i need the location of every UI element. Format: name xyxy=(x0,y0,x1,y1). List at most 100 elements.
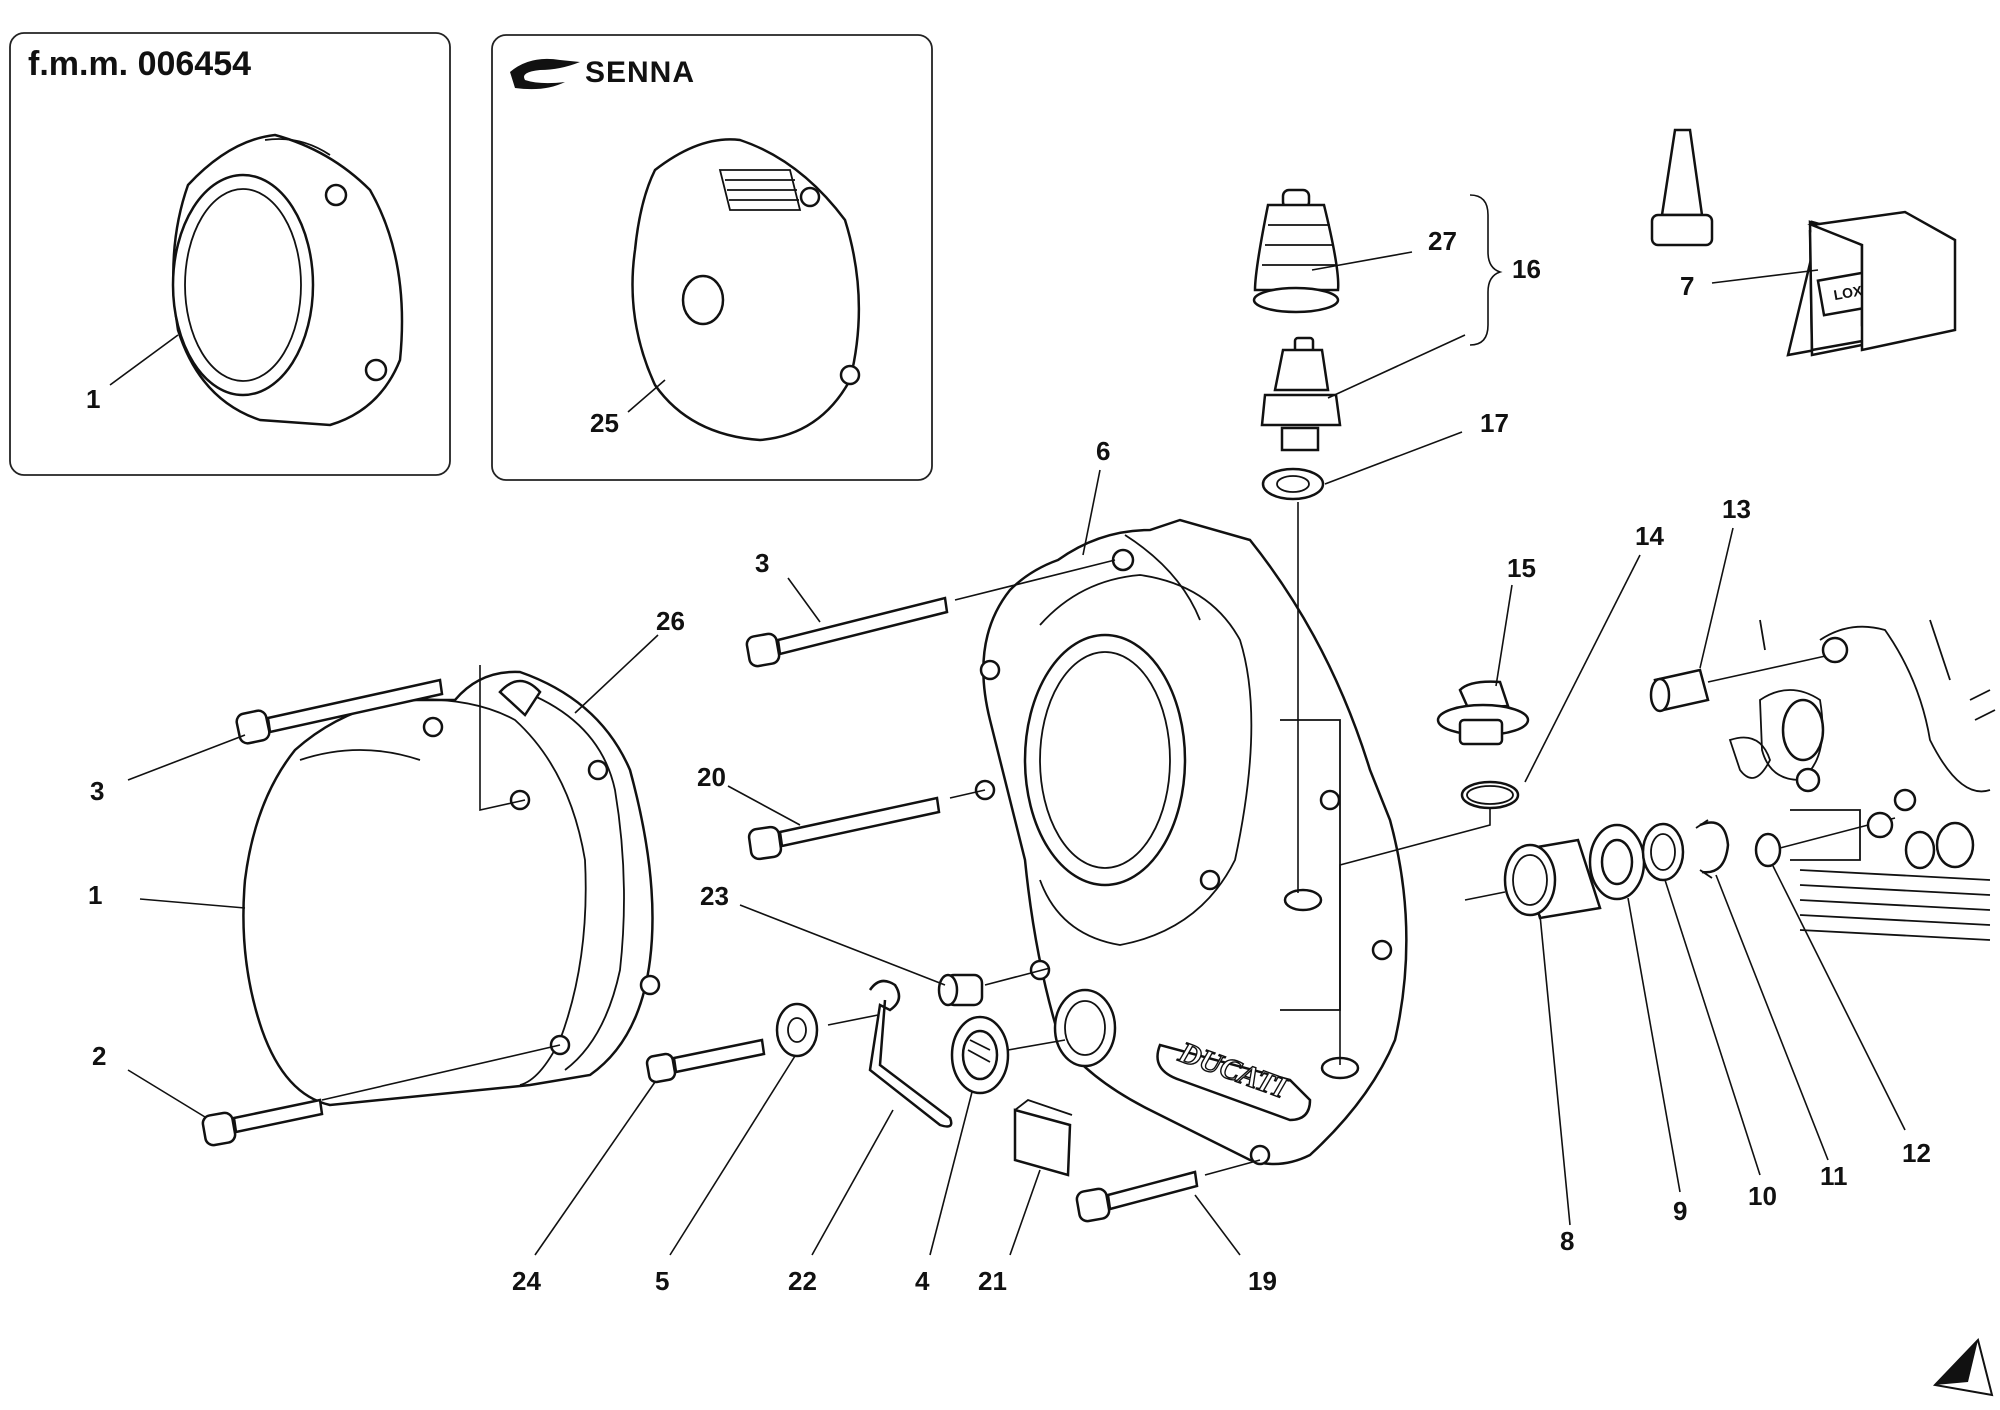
oil-plug-15 xyxy=(1436,680,1530,746)
leader-1b xyxy=(139,898,246,909)
bearing-9 xyxy=(1588,823,1646,901)
label-8: 8 xyxy=(1560,1226,1574,1256)
leader-15 xyxy=(1495,584,1513,687)
leader-25 xyxy=(627,379,666,413)
bolt-2 xyxy=(201,1098,324,1147)
label-21: 21 xyxy=(978,1266,1007,1296)
leader-16 xyxy=(1327,334,1466,399)
leader-23 xyxy=(739,904,946,986)
label-14: 14 xyxy=(1635,521,1664,551)
bolt-24 xyxy=(645,1038,766,1084)
loxeal-tube-7: LOXEAL xyxy=(1650,128,1957,357)
sleeve-8 xyxy=(1503,838,1602,920)
leader-14 xyxy=(1524,554,1641,783)
orientation-arrow-icon xyxy=(1932,1338,1994,1397)
label-1b: 1 xyxy=(88,880,102,910)
seal-10 xyxy=(1641,822,1685,882)
circlip-11 xyxy=(1695,819,1730,879)
label-11: 11 xyxy=(1820,1161,1848,1191)
leader-21 xyxy=(1009,1169,1041,1256)
leader-8 xyxy=(1539,914,1571,1226)
label-12: 12 xyxy=(1902,1138,1931,1168)
bolt-19 xyxy=(1075,1170,1199,1223)
clutch-cover-26 xyxy=(242,670,661,1107)
label-13: 13 xyxy=(1722,494,1751,524)
clutch-cover-6: DUCATI xyxy=(974,518,1408,1166)
leader-3-top xyxy=(787,577,821,623)
leader-23-shaft xyxy=(984,967,1051,986)
label-7: 7 xyxy=(1680,271,1694,301)
sensor xyxy=(1260,336,1342,452)
leader-2 xyxy=(127,1069,206,1118)
inset-fmm: f.m.m. 006454 1 xyxy=(9,32,451,476)
leader-3-left xyxy=(127,734,246,781)
leader-1a xyxy=(109,334,179,386)
senna-brand-text: SENNA xyxy=(585,56,695,89)
leader-4-shaft xyxy=(1007,1039,1066,1051)
leader-2-shaft xyxy=(321,1044,561,1101)
label-23: 23 xyxy=(700,881,729,911)
bushing-23 xyxy=(937,973,984,1007)
leader-14-path xyxy=(1339,800,1491,1065)
leader-3-top-shaft xyxy=(954,559,1116,601)
label-5: 5 xyxy=(655,1266,669,1296)
leader-22 xyxy=(811,1109,894,1256)
leader-12 xyxy=(1772,865,1906,1131)
leader-9 xyxy=(1627,897,1681,1193)
label-27: 27 xyxy=(1428,226,1457,256)
senna-logo-icon xyxy=(510,58,580,90)
label-10: 10 xyxy=(1748,1181,1777,1211)
leader-10 xyxy=(1664,879,1761,1176)
leader-17 xyxy=(1324,431,1463,485)
bolt-20 xyxy=(747,796,941,861)
label-3-top: 3 xyxy=(755,548,769,578)
label-2: 2 xyxy=(92,1041,106,1071)
leader-6 xyxy=(1082,469,1101,556)
leader-3-left-path xyxy=(479,665,526,811)
leader-20 xyxy=(727,785,801,826)
leader-4 xyxy=(929,1091,973,1256)
washer-5 xyxy=(775,1002,819,1058)
brace-16 xyxy=(1469,194,1503,346)
leader-19 xyxy=(1194,1194,1241,1256)
leader-20-shaft xyxy=(949,789,986,799)
inset-cover-1 xyxy=(171,133,404,427)
label-15: 15 xyxy=(1507,553,1536,583)
inset-fmm-title: f.m.m. 006454 xyxy=(28,45,251,83)
label-19: 19 xyxy=(1248,1266,1277,1296)
gasket-21 xyxy=(1013,1098,1073,1177)
label-17: 17 xyxy=(1480,408,1509,438)
label-1a: 1 xyxy=(86,384,100,414)
bushing-13 xyxy=(1649,668,1710,713)
label-20: 20 xyxy=(697,762,726,792)
leader-11 xyxy=(1715,874,1829,1161)
leader-27 xyxy=(1311,251,1413,271)
leader-7 xyxy=(1711,269,1819,284)
leader-22-shaft xyxy=(827,1014,879,1026)
label-3-left: 3 xyxy=(90,776,104,806)
label-22: 22 xyxy=(788,1266,817,1296)
leader-5 xyxy=(669,1055,796,1256)
label-9: 9 xyxy=(1673,1196,1687,1226)
leader-13-shaft xyxy=(1707,654,1831,683)
engine-case-partial xyxy=(1728,619,1996,941)
oring-12 xyxy=(1754,832,1782,868)
clip-22 xyxy=(868,979,953,1128)
filter-27 xyxy=(1252,188,1340,314)
leader-24 xyxy=(534,1081,656,1256)
leader-8-shaft xyxy=(1464,891,1506,901)
bolt-3-top xyxy=(745,596,949,668)
leader-19-shaft xyxy=(1204,1159,1261,1176)
washer-17 xyxy=(1261,467,1325,501)
label-24: 24 xyxy=(512,1266,541,1296)
label-16: 16 xyxy=(1512,254,1541,284)
label-4: 4 xyxy=(915,1266,930,1296)
inset-senna: SENNA 25 xyxy=(491,34,933,481)
oring-14 xyxy=(1460,780,1520,810)
label-25: 25 xyxy=(590,408,619,438)
label-6: 6 xyxy=(1096,436,1110,466)
leader-26 xyxy=(574,634,659,714)
inset-cover-25 xyxy=(631,138,861,442)
label-26: 26 xyxy=(656,606,685,636)
